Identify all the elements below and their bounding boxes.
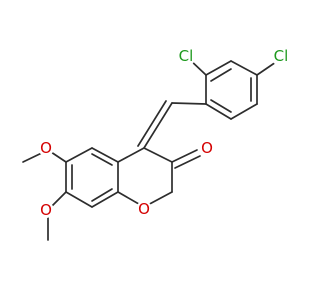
bond — [91, 147, 119, 163]
bonds — [22, 57, 277, 241]
bond — [171, 102, 207, 105]
bond — [91, 153, 113, 166]
bond — [91, 191, 119, 208]
bond — [117, 147, 145, 163]
bond — [137, 100, 167, 147]
bond — [230, 60, 258, 76]
bond — [230, 103, 258, 120]
bond — [65, 191, 93, 208]
chlorine-label: Cl — [274, 47, 289, 65]
bond — [205, 60, 232, 76]
oxygen-label: O — [138, 200, 150, 218]
bond — [143, 147, 173, 163]
bond — [65, 147, 93, 163]
chemical-structure: Cl Cl O O O O — [22, 46, 291, 241]
bond — [174, 155, 201, 169]
bond — [210, 99, 232, 113]
oxygen-label: O — [201, 139, 213, 157]
bond — [91, 188, 113, 202]
atom-labels: Cl Cl O O O O — [38, 46, 291, 219]
oxygen-label: O — [40, 139, 52, 157]
chlorine-label: Cl — [179, 47, 194, 65]
bond — [171, 149, 198, 163]
oxygen-label: O — [40, 201, 52, 219]
bond — [256, 61, 277, 76]
bond — [143, 102, 173, 149]
bond — [210, 68, 232, 82]
bond — [205, 103, 232, 120]
